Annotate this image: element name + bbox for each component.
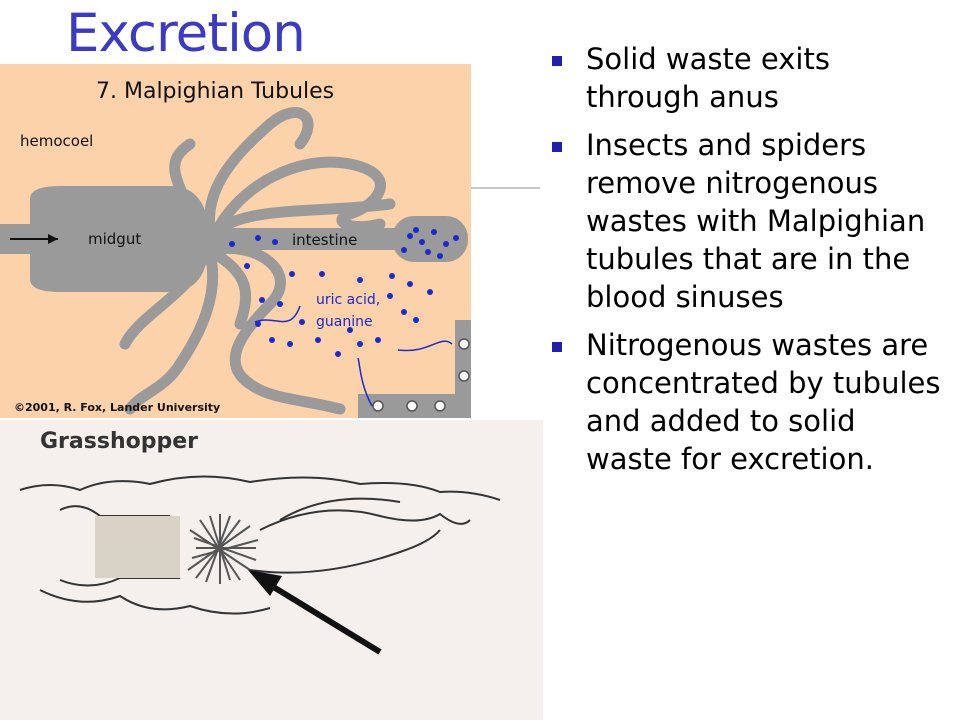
bullet-list: Solid waste exits through anus Insects a… [548, 40, 948, 488]
malpighian-tubules-diagram: 7. Malpighian Tubules hemocoel midgut in… [0, 64, 471, 418]
tubules-diagram-svg: 7. Malpighian Tubules hemocoel midgut in… [0, 79, 471, 418]
intestine-label: intestine [292, 231, 357, 249]
excretory-cells [372, 338, 470, 412]
hemocoel-label: hemocoel [20, 132, 93, 150]
flow-arrow-head-icon [48, 234, 58, 244]
uric-acid-label: uric acid, [316, 292, 380, 308]
gut-outline [19, 475, 501, 615]
pointer-arrow-icon [248, 570, 382, 655]
diagram-heading: 7. Malpighian Tubules [96, 79, 334, 104]
grasshopper-heading: Grasshopper [40, 429, 198, 454]
bullet-item: Insects and spiders remove nitrogenous w… [548, 126, 948, 316]
square-bullet-icon [552, 56, 562, 66]
gut-body [0, 186, 471, 418]
guanine-label: guanine [316, 314, 373, 330]
midgut-label: midgut [88, 230, 141, 248]
bullet-text: Insects and spiders remove nitrogenous w… [586, 128, 926, 314]
bullet-item: Solid waste exits through anus [548, 40, 948, 116]
bullet-text: Nitrogenous wastes are concentrated by t… [586, 328, 941, 476]
slide-title: Excretion [66, 3, 306, 64]
bullet-item: Nitrogenous wastes are concentrated by t… [548, 326, 948, 478]
transport-arrows-icon [254, 305, 453, 407]
grasshopper-sketch: Grasshopper [0, 420, 543, 720]
square-bullet-icon [552, 342, 562, 352]
copyright-credit: ©2001, R. Fox, Lander University [14, 401, 220, 414]
midgut-shading [95, 516, 180, 578]
grasshopper-sketch-svg: Grasshopper [19, 429, 501, 655]
bullet-text: Solid waste exits through anus [586, 42, 830, 114]
divider-line [470, 187, 540, 189]
uric-acid-particles [229, 227, 459, 357]
square-bullet-icon [552, 142, 562, 152]
tubule-cluster [187, 514, 259, 584]
